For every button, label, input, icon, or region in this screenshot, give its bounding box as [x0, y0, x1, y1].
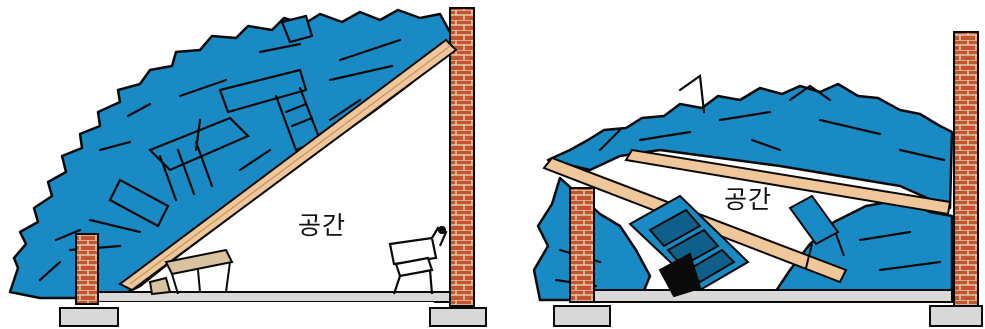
- footing-right-a: [554, 306, 610, 326]
- chair-left: [390, 227, 446, 294]
- void-label-left: 공간: [298, 211, 346, 240]
- footing-left-b: [430, 308, 486, 326]
- lean-to-collapse-panel: 공간: [10, 8, 486, 326]
- floor-slab-left: [76, 292, 456, 302]
- floor-slab-right: [570, 290, 952, 302]
- footing-right-b: [930, 306, 982, 326]
- brick-wall-tall-right-panel: [954, 32, 978, 306]
- v-shape-collapse-panel: 공간: [534, 32, 982, 326]
- footing-left-a: [60, 308, 118, 326]
- void-label-right: 공간: [724, 185, 772, 214]
- floor-underside-left: [98, 302, 434, 306]
- brick-wall-short-left: [76, 234, 98, 304]
- brick-wall-short-right-panel: [570, 188, 594, 302]
